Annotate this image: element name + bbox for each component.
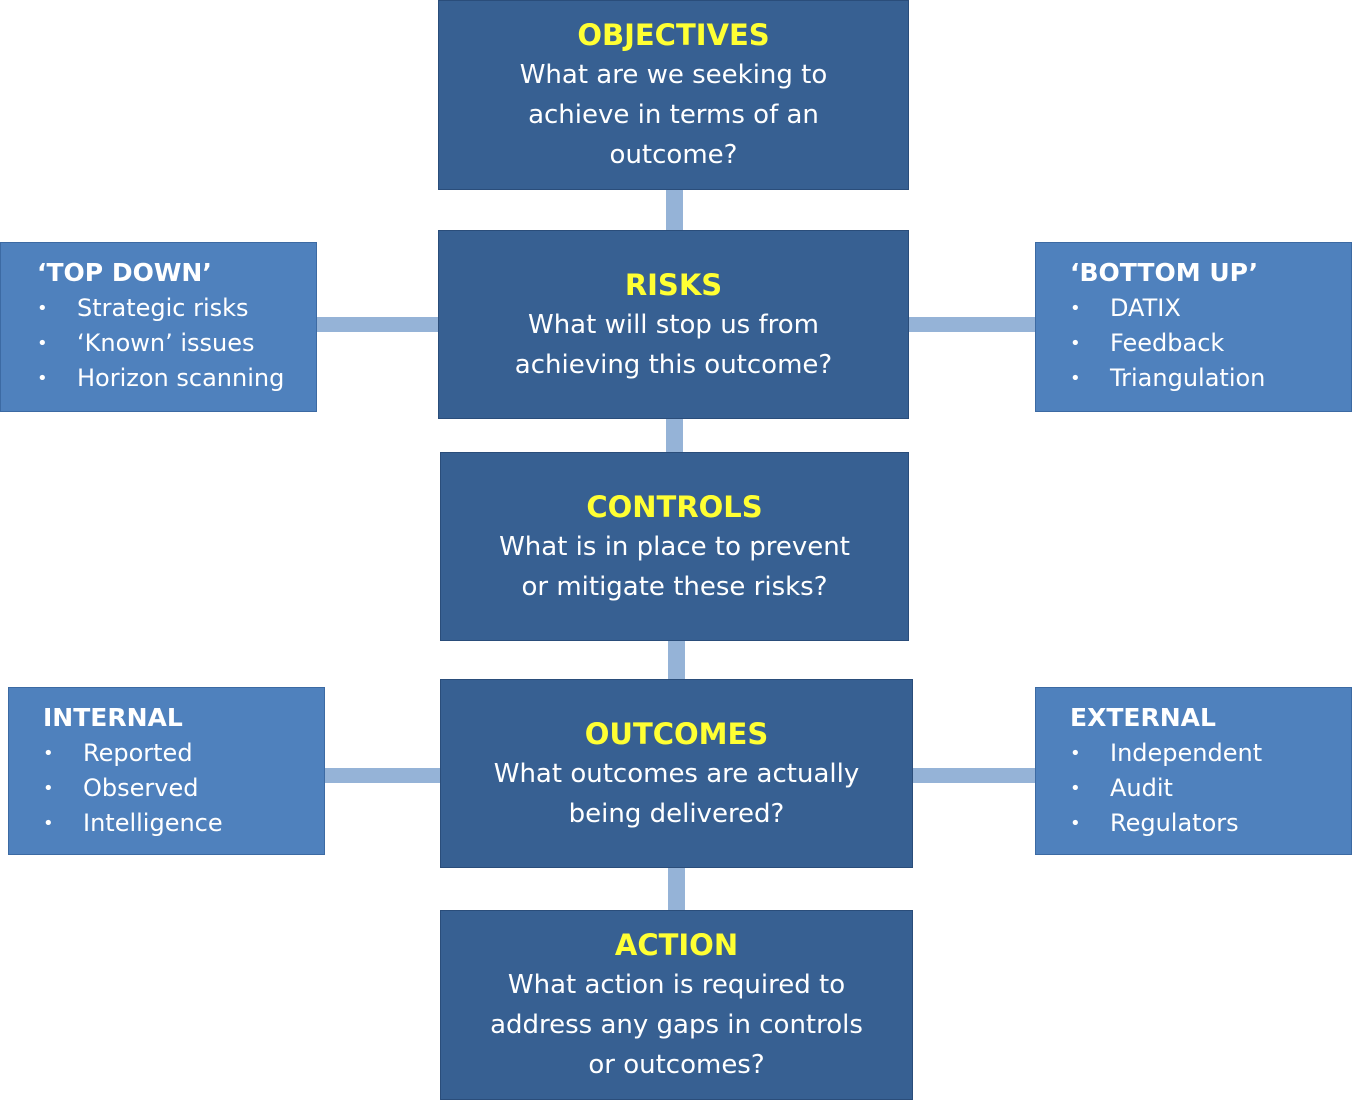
objectives-line: What are we seeking to	[519, 60, 828, 90]
top-down-title: ‘TOP DOWN’	[37, 258, 212, 287]
bullet-icon: •	[37, 333, 48, 354]
bottom-up-list: • DATIX • Feedback • Triangulation	[1070, 291, 1351, 396]
risks-title: RISKS	[624, 267, 723, 302]
top-down-box: ‘TOP DOWN’ • Strategic risks • ‘Known’ iss…	[0, 242, 317, 412]
list-item: • Strategic risks	[37, 291, 316, 326]
external-list: • Independent • Audit • Regulators	[1070, 736, 1351, 841]
list-item-label: Intelligence	[83, 809, 223, 837]
bullet-icon: •	[1070, 298, 1081, 319]
risks-box: RISKS What will stop us from achieving t…	[438, 230, 909, 419]
outcomes-line: What outcomes are actually	[493, 758, 860, 789]
connector-outcomes-action	[668, 866, 685, 912]
list-item: • Reported	[43, 736, 324, 771]
bullet-icon: •	[43, 743, 54, 764]
risks-line: What will stop us from	[528, 309, 819, 340]
controls-box: CONTROLS What is in place to prevent or …	[440, 452, 909, 641]
action-line: address any gaps in controls	[490, 1010, 863, 1040]
top-down-list: • Strategic risks • ‘Known’ issues • Horizo…	[37, 291, 316, 396]
bullet-icon: •	[43, 778, 54, 799]
bottom-up-box: ‘BOTTOM UP’ • DATIX • Feedback • Triangulat…	[1035, 242, 1352, 412]
list-item: • Triangulation	[1070, 361, 1351, 396]
connector-risks-bottomup	[907, 317, 1037, 332]
objectives-line: achieve in terms of an	[528, 100, 819, 130]
list-item-label: DATIX	[1110, 294, 1181, 322]
bullet-icon: •	[37, 368, 48, 389]
bullet-icon: •	[1070, 778, 1081, 799]
internal-list: • Reported • Observed • Intelligence	[43, 736, 324, 841]
list-item-label: Regulators	[1110, 809, 1239, 837]
bullet-icon: •	[43, 813, 54, 834]
connector-risks-controls	[666, 416, 683, 454]
objectives-title: OBJECTIVES	[577, 18, 770, 52]
outcomes-title: OUTCOMES	[584, 716, 769, 751]
bottom-up-title: ‘BOTTOM UP’	[1070, 258, 1259, 287]
list-item-label: Horizon scanning	[77, 364, 285, 392]
list-item: • Audit	[1070, 771, 1351, 806]
external-box: EXTERNAL • Independent • Audit • Regulators	[1035, 687, 1352, 855]
outcomes-line: being delivered?	[568, 798, 785, 829]
list-item-label: Strategic risks	[77, 294, 249, 322]
list-item-label: Reported	[83, 739, 193, 767]
list-item: • Observed	[43, 771, 324, 806]
objectives-box: OBJECTIVES What are we seeking to achiev…	[438, 0, 909, 190]
connector-objectives-risks	[666, 188, 683, 232]
connector-topdown-risks	[314, 317, 441, 332]
action-line: or outcomes?	[588, 1050, 765, 1080]
list-item-label: Independent	[1110, 739, 1263, 767]
connector-controls-outcomes	[668, 638, 685, 681]
list-item-label: Feedback	[1110, 329, 1225, 357]
external-title: EXTERNAL	[1070, 703, 1216, 732]
risks-line: achieving this outcome?	[514, 349, 833, 380]
action-box: ACTION What action is required to addres…	[440, 910, 913, 1100]
controls-line: or mitigate these risks?	[521, 571, 828, 602]
bullet-icon: •	[37, 298, 48, 319]
action-title: ACTION	[614, 928, 739, 962]
bullet-icon: •	[1070, 368, 1081, 389]
objectives-line: outcome?	[609, 140, 738, 170]
list-item-label: ‘Known’ issues	[77, 329, 255, 357]
list-item: • DATIX	[1070, 291, 1351, 326]
list-item-label: Observed	[83, 774, 199, 802]
connector-internal-outcomes	[322, 768, 443, 783]
connector-outcomes-external	[911, 768, 1037, 783]
list-item-label: Triangulation	[1110, 364, 1266, 392]
action-line: What action is required to	[507, 970, 846, 1000]
internal-box: INTERNAL • Reported • Observed • Intelligen…	[8, 687, 325, 855]
internal-title: INTERNAL	[43, 703, 183, 732]
controls-title: CONTROLS	[586, 489, 763, 524]
list-item: • Independent	[1070, 736, 1351, 771]
controls-line: What is in place to prevent	[499, 531, 850, 562]
list-item: • Feedback	[1070, 326, 1351, 361]
list-item: • Regulators	[1070, 806, 1351, 841]
bullet-icon: •	[1070, 333, 1081, 354]
bullet-icon: •	[1070, 743, 1081, 764]
list-item: • Intelligence	[43, 806, 324, 841]
bullet-icon: •	[1070, 813, 1081, 834]
outcomes-box: OUTCOMES What outcomes are actually bein…	[440, 679, 913, 868]
list-item-label: Audit	[1110, 774, 1173, 802]
list-item: • ‘Known’ issues	[37, 326, 316, 361]
list-item: • Horizon scanning	[37, 361, 316, 396]
